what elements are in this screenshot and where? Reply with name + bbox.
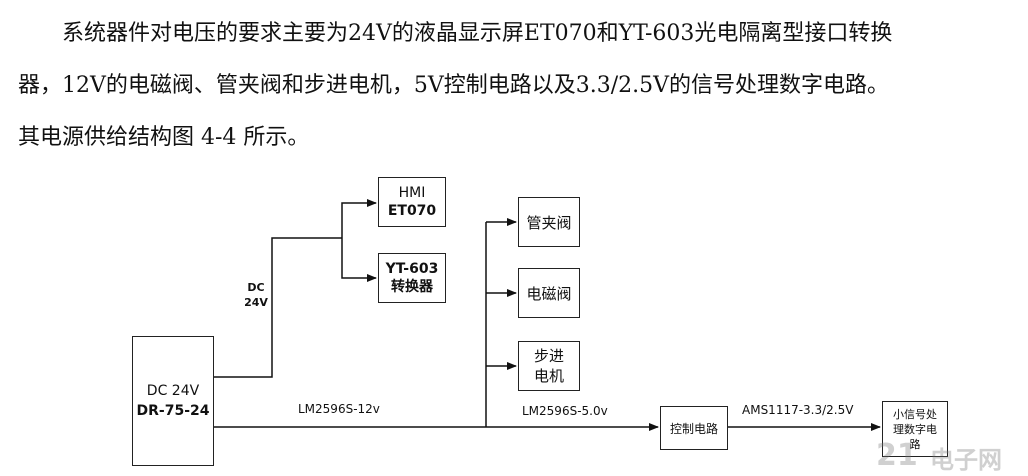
converter-model: YT-603 bbox=[385, 261, 439, 277]
signal-circuit-line3: 路 bbox=[909, 437, 921, 451]
dc24-label-line1: DC bbox=[247, 281, 265, 294]
stepper-motor-line2: 电机 bbox=[533, 367, 564, 385]
signal-circuit-box: 小信号处 理数字电 路 bbox=[882, 401, 948, 457]
signal-circuit-line1: 小信号处 bbox=[893, 407, 937, 421]
stepper-motor-line1: 步进 bbox=[533, 347, 564, 365]
power-supply-voltage: DC 24V bbox=[146, 383, 200, 399]
signal-circuit-line2: 理数字电 bbox=[893, 422, 937, 436]
wire-to-converter bbox=[341, 238, 377, 282]
watermark-number: 21 bbox=[876, 438, 918, 473]
stepper-motor-box: 步进 电机 bbox=[518, 341, 580, 391]
dc24-label: DC 24V bbox=[244, 280, 268, 310]
converter-box: YT-603 转换器 bbox=[378, 253, 446, 303]
paragraph-line-3: 其电源供给结构图 4-4 所示。 bbox=[18, 125, 310, 150]
power-supply-model: DR-75-24 bbox=[136, 403, 210, 419]
converter-label: 转换器 bbox=[391, 279, 433, 295]
hmi-model: ET070 bbox=[387, 203, 437, 219]
wire-to-hmi bbox=[341, 199, 377, 238]
hmi-box: HMI ET070 bbox=[378, 177, 446, 227]
hmi-label: HMI bbox=[398, 185, 426, 201]
regulator-12v-label: LM2596S-12v bbox=[298, 402, 380, 416]
paragraph-line-2: 器，12V的电磁阀、管夹阀和步进电机，5V控制电路以及3.3/2.5V的信号处理… bbox=[18, 73, 890, 98]
regulator-3v3-label: AMS1117-3.3/2.5V bbox=[742, 403, 854, 417]
regulator-5v-label: LM2596S-5.0v bbox=[522, 404, 608, 418]
control-circuit-label: 控制电路 bbox=[669, 421, 718, 436]
watermark-text: 电子网 bbox=[930, 446, 1002, 474]
pinch-valve-label: 管夹阀 bbox=[526, 213, 572, 232]
wire-24v-up bbox=[214, 237, 342, 378]
control-circuit-box: 控制电路 bbox=[660, 406, 728, 450]
pinch-valve-box: 管夹阀 bbox=[518, 197, 580, 247]
dc24-label-line2: 24V bbox=[244, 296, 268, 309]
paragraph-line-1: 系统器件对电压的要求主要为24V的液晶显示屏ET070和YT-603光电隔离型接… bbox=[62, 21, 893, 46]
power-supply-box: DC 24V DR-75-24 bbox=[132, 336, 214, 466]
solenoid-valve-box: 电磁阀 bbox=[518, 268, 580, 318]
solenoid-valve-label: 电磁阀 bbox=[526, 284, 572, 303]
watermark-logo: 21 电子网 bbox=[872, 436, 1022, 474]
body-paragraph: 系统器件对电压的要求主要为24V的液晶显示屏ET070和YT-603光电隔离型接… bbox=[18, 8, 1018, 164]
